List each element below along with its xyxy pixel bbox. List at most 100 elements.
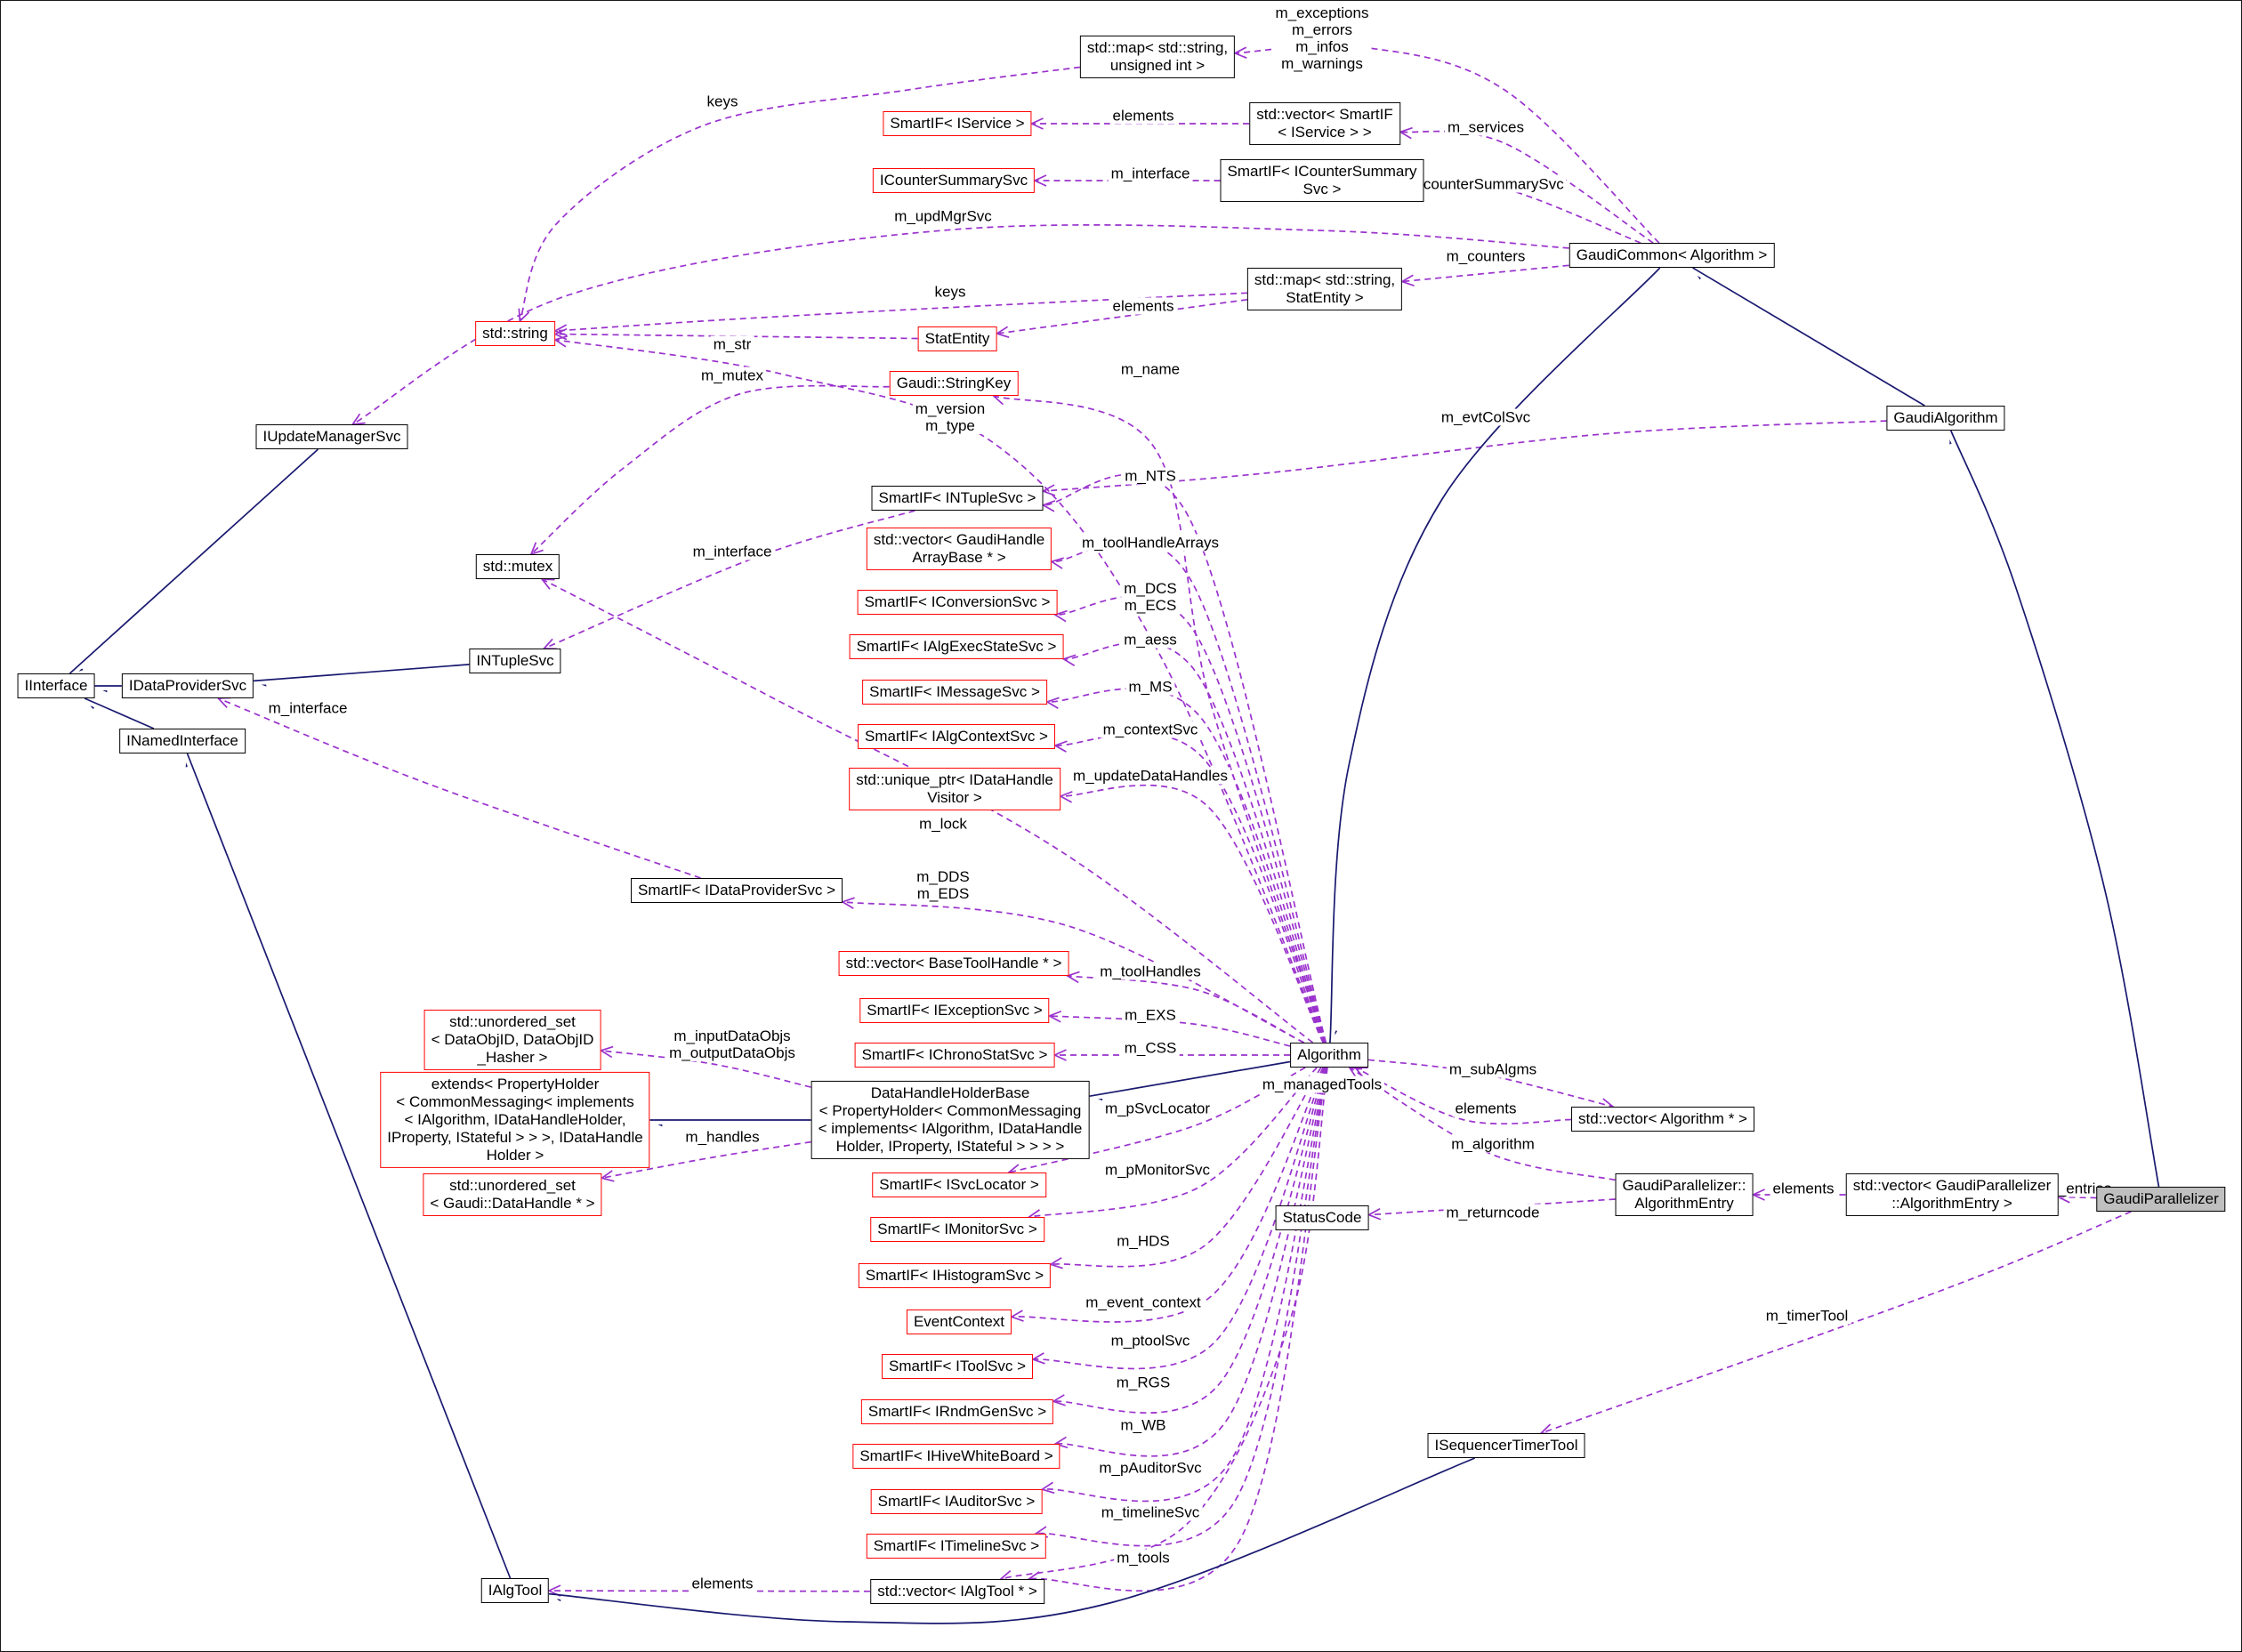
node-map_string_uint[interactable]: std::map< std::string,unsigned int > <box>1079 35 1236 79</box>
edge-use-gaudi_stringkey-to-std_mutex <box>529 384 890 556</box>
node-isequencertimertool[interactable]: ISequencerTimerTool <box>1427 1432 1585 1459</box>
edge-label: m_services <box>1445 118 1527 136</box>
edge-label: m_pSvcLocator <box>1101 1100 1214 1117</box>
node-smartif_itoolsvc[interactable]: SmartIF< IToolSvc > <box>882 1353 1033 1380</box>
node-text: Algorithm <box>1297 1045 1361 1063</box>
node-datahandleholderbase[interactable]: DataHandleHolderBase< PropertyHolder< Co… <box>811 1080 1090 1160</box>
edge-use-algorithm-to-smartif_iauditorsvc <box>1040 1067 1327 1503</box>
node-smartif_idataprovidersvc[interactable]: SmartIF< IDataProviderSvc > <box>630 877 843 904</box>
node-statuscode[interactable]: StatusCode <box>1275 1205 1369 1231</box>
node-text: SmartIF< IConversionSvc > <box>864 592 1051 610</box>
node-text: std::unique_ptr< IDataHandle <box>856 770 1053 788</box>
node-text: Holder > <box>486 1147 544 1164</box>
edge-use-algorithm-to-vector_ialgtool <box>1027 1067 1328 1592</box>
node-gaudi_stringkey[interactable]: Gaudi::StringKey <box>889 370 1019 397</box>
node-text: < DataObjID, DataObjID <box>431 1030 594 1048</box>
edge-use-smartif_idataprovidersvc-to-idataprovidersvc <box>216 697 701 879</box>
node-gaudiparallelizer[interactable]: GaudiParallelizer <box>2096 1186 2226 1213</box>
edge-label: m_interface <box>1108 165 1193 182</box>
node-gaudicommon_algorithm[interactable]: GaudiCommon< Algorithm > <box>1569 242 1775 269</box>
node-text: SmartIF< ITimelineSvc > <box>873 1536 1040 1554</box>
node-text: SmartIF< IMessageSvc > <box>869 682 1040 700</box>
edge-use-algorithm-to-smartif_ialgexecstatesvc <box>1061 641 1327 1044</box>
node-smartif_iconversionsvc[interactable]: SmartIF< IConversionSvc > <box>857 589 1058 616</box>
node-text: GaudiParallelizer:: <box>1622 1176 1746 1194</box>
edge-label: m_timerTool <box>1762 1307 1851 1325</box>
node-unordered_set_dataobjid[interactable]: std::unordered_set< DataObjID, DataObjID… <box>423 1009 601 1071</box>
node-vector_smartif_iservice[interactable]: std::vector< SmartIF< IService > > <box>1249 101 1400 146</box>
node-iupdatemanagersvc[interactable]: IUpdateManagerSvc <box>255 423 408 450</box>
edge-label: m_toolHandleArrays <box>1078 534 1222 552</box>
node-text: unsigned int > <box>1109 57 1206 74</box>
node-text: SmartIF< IExceptionSvc > <box>867 1001 1043 1019</box>
node-text: SmartIF< IChronoStatSvc > <box>861 1045 1048 1063</box>
node-smartif_ihivewhiteboard[interactable]: SmartIF< IHiveWhiteBoard > <box>852 1443 1061 1470</box>
node-smartif_itimelinesvc[interactable]: SmartIF< ITimelineSvc > <box>866 1533 1047 1559</box>
edge-use-gaudiparallelizer_algorithmentry-to-algorithm <box>1348 1066 1616 1181</box>
node-gaudialgorithm[interactable]: GaudiAlgorithm <box>1886 405 2005 431</box>
node-smartif_irndmgensvc[interactable]: SmartIF< IRndmGenSvc > <box>860 1398 1054 1425</box>
node-text: Gaudi::StringKey <box>896 374 1012 391</box>
edge-label: m_ptoolSvc <box>1108 1332 1193 1350</box>
node-iinterface[interactable]: IInterface <box>17 673 95 699</box>
node-text: ICounterSummarySvc <box>879 171 1028 189</box>
node-unordered_set_datahandle[interactable]: std::unordered_set< Gaudi::DataHandle * … <box>423 1173 602 1217</box>
node-smartif_ihistogramsvc[interactable]: SmartIF< IHistogramSvc > <box>858 1262 1052 1289</box>
edge-label: m_NTS <box>1122 467 1179 485</box>
node-algorithm[interactable]: Algorithm <box>1290 1042 1368 1068</box>
edge-label: m_DDS m_EDS <box>914 867 972 903</box>
edge-use-algorithm-to-smartif_itimelinesvc <box>1034 1067 1327 1547</box>
edge-inherit-intuplesvc-to-idataprovidersvc <box>254 664 470 681</box>
edge-use-algorithm-to-gaudi_stringkey <box>991 393 1327 1044</box>
node-smartif_imonitorsvc[interactable]: SmartIF< IMonitorSvc > <box>870 1216 1044 1243</box>
edge-label: m_managedTools <box>1259 1076 1385 1093</box>
node-eventcontext[interactable]: EventContext <box>906 1309 1012 1335</box>
node-extends_propertyholder[interactable]: extends< PropertyHolder< CommonMessaging… <box>380 1071 650 1169</box>
node-smartif_iexceptionsvc[interactable]: SmartIF< IExceptionSvc > <box>859 997 1050 1024</box>
node-map_string_statentity[interactable]: std::map< std::string,StatEntity > <box>1246 267 1403 311</box>
node-text: Holder, IProperty, IStateful > > > > <box>835 1138 1065 1156</box>
edge-label: m_inputDataObjs m_outputDataObjs <box>666 1027 798 1062</box>
node-smartif_ialgexecstatesvc[interactable]: SmartIF< IAlgExecStateSvc > <box>849 633 1064 660</box>
node-ialgtool[interactable]: IAlgTool <box>480 1577 550 1604</box>
node-smartif_iauditorsvc[interactable]: SmartIF< IAuditorSvc > <box>870 1488 1043 1515</box>
node-text: StatEntity > <box>1286 289 1364 306</box>
node-text: SmartIF< INTupleSvc > <box>878 488 1036 506</box>
node-text: < implements< IAlgorithm, IDataHandle <box>818 1120 1083 1137</box>
node-vector_algorithmentry[interactable]: std::vector< GaudiParallelizer::Algorith… <box>1845 1173 2059 1217</box>
edge-inherit-gaudicommon_algorithm-to-algorithm <box>1329 267 1661 1043</box>
edge-label: elements <box>1770 1180 1837 1197</box>
node-smartif_isvclocator[interactable]: SmartIF< ISvcLocator > <box>872 1172 1046 1198</box>
node-intuplesvc[interactable]: INTupleSvc <box>469 648 561 674</box>
edge-label: m_interface <box>265 699 351 717</box>
edge-use-algorithm-to-vector_basetoolhandle <box>1065 971 1304 1044</box>
node-smartif_ialgcontextsvc[interactable]: SmartIF< IAlgContextSvc > <box>858 723 1055 750</box>
edge-use-vector_algorithm_ptr-to-algorithm <box>1353 1067 1572 1125</box>
node-std_mutex[interactable]: std::mutex <box>475 553 560 580</box>
node-vector_ialgtool[interactable]: std::vector< IAlgTool * > <box>870 1578 1044 1605</box>
node-std_string[interactable]: std::string <box>475 320 555 347</box>
edge-label: m_MS <box>1125 678 1175 696</box>
node-text: SmartIF< IService > <box>890 114 1025 132</box>
node-smartif_intuplesvc[interactable]: SmartIF< INTupleSvc > <box>871 485 1044 512</box>
node-vector_algorithm_ptr[interactable]: std::vector< Algorithm * > <box>1571 1106 1754 1132</box>
node-vector_basetoolhandle[interactable]: std::vector< BaseToolHandle * > <box>838 950 1069 977</box>
node-idataprovidersvc[interactable]: IDataProviderSvc <box>121 673 254 699</box>
edge-inherit-isequencertimertool-to-ialgtool <box>549 1457 1476 1624</box>
edge-inherit-iupdatemanagersvc-to-iinterface <box>69 448 319 673</box>
node-icountersummarysvc[interactable]: ICounterSummarySvc <box>872 167 1036 194</box>
node-text: GaudiParallelizer <box>2103 1189 2219 1207</box>
node-smartif_iservice[interactable]: SmartIF< IService > <box>883 110 1032 137</box>
node-smartif_imessagesvc[interactable]: SmartIF< IMessageSvc > <box>862 679 1047 705</box>
node-inamedinterface[interactable]: INamedInterface <box>119 728 246 754</box>
node-gaudiparallelizer_algorithmentry[interactable]: GaudiParallelizer::AlgorithmEntry <box>1615 1173 1754 1217</box>
node-smartif_ichronostatsvc[interactable]: SmartIF< IChronoStatSvc > <box>854 1042 1055 1068</box>
edge-use-algorithm-to-smartif_imessagesvc <box>1044 688 1326 1044</box>
node-statentity[interactable]: StatEntity <box>917 326 997 352</box>
edge-label: m_name <box>1117 360 1183 378</box>
